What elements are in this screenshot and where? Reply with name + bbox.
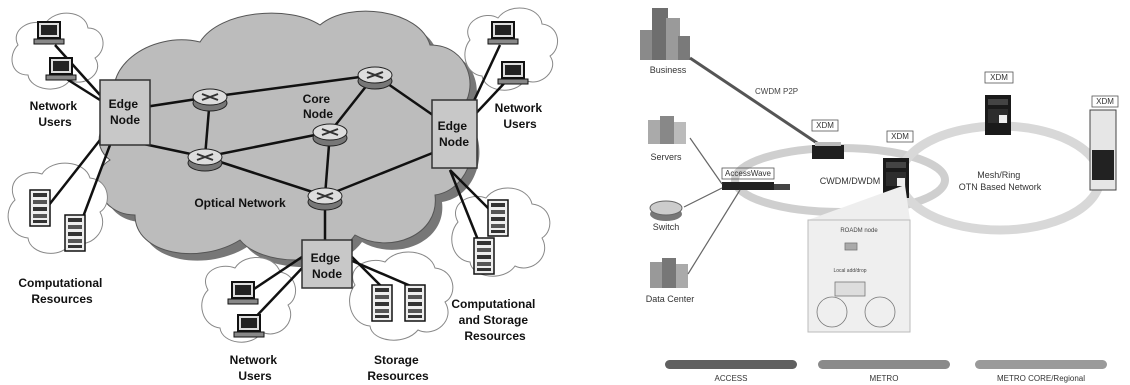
metro-core-bar bbox=[975, 360, 1107, 369]
storage-rack-icon bbox=[371, 284, 393, 322]
left-network-diagram: Edge Node Edge Node Edge Node Core Node … bbox=[7, 7, 558, 383]
laptop-icon bbox=[227, 281, 259, 305]
cwdm-p2p-link bbox=[689, 56, 821, 147]
accesswave-device bbox=[721, 167, 790, 190]
xdm-label-1: XDM bbox=[816, 121, 834, 130]
server-rack-icon bbox=[473, 237, 495, 275]
otn-network-label: Mesh/Ring OTN Based Network bbox=[959, 170, 1042, 192]
switch-icon bbox=[649, 200, 683, 221]
roadm-node-detail bbox=[807, 219, 911, 333]
core-node-label: Core Node bbox=[303, 92, 334, 121]
edge-node-bottom-label: Edge Node bbox=[311, 251, 344, 281]
computational-resources-label: Computational Resources bbox=[18, 276, 105, 306]
metro-core-bar-label: METRO CORE/Regional bbox=[997, 374, 1085, 383]
laptop-icon bbox=[233, 314, 265, 338]
router-icon bbox=[307, 187, 343, 211]
data-center-icon bbox=[650, 258, 688, 288]
comp-storage-resources-label: Computational and Storage Resources bbox=[451, 297, 538, 343]
network-users-bottom-label: Network Users bbox=[230, 353, 281, 383]
network-users-right-label: Network Users bbox=[495, 101, 546, 131]
storage-rack-icon bbox=[487, 199, 509, 237]
right-network-diagram: Business CWDM P2P CWDM/DWDM Mesh/Ring OT… bbox=[640, 8, 1119, 383]
router-icon bbox=[192, 88, 228, 112]
laptop-icon bbox=[33, 21, 65, 45]
servers-icon bbox=[648, 116, 686, 144]
xdm-label-4: XDM bbox=[1096, 97, 1114, 106]
access-links bbox=[683, 137, 741, 275]
router-icon bbox=[312, 123, 348, 147]
local-add-drop-label: Local add/drop bbox=[833, 268, 866, 274]
edge-node-bottom-box bbox=[301, 239, 353, 289]
metro-bar bbox=[818, 360, 950, 369]
edge-node-right-box bbox=[431, 99, 478, 169]
access-bar-label: ACCESS bbox=[715, 374, 748, 383]
optical-network-cloud bbox=[97, 10, 473, 261]
laptop-icon bbox=[45, 57, 77, 81]
data-center-label: Data Center bbox=[646, 294, 695, 304]
access-bar bbox=[665, 360, 797, 369]
laptop-icon bbox=[497, 61, 529, 85]
business-building-icon bbox=[640, 8, 690, 60]
roadm-callout bbox=[808, 185, 910, 220]
edge-node-left-label: Edge Node bbox=[109, 97, 142, 127]
xdm-device-1 bbox=[812, 145, 844, 159]
cwdm-dwdm-label: CWDM/DWDM bbox=[820, 176, 880, 186]
router-icon bbox=[187, 148, 223, 172]
laptop-icon bbox=[487, 21, 519, 45]
servers-label: Servers bbox=[650, 152, 682, 162]
edge-node-left-box bbox=[99, 79, 151, 146]
storage-rack-icon bbox=[404, 284, 426, 322]
optical-network-label: Optical Network bbox=[194, 196, 286, 210]
xdm-device-3 bbox=[985, 95, 1011, 135]
metro-bar-label: METRO bbox=[870, 374, 899, 383]
business-label: Business bbox=[650, 65, 687, 75]
cwdm-p2p-label: CWDM P2P bbox=[755, 87, 798, 96]
storage-resources-label: Storage Resources bbox=[367, 353, 429, 383]
server-rack-icon bbox=[29, 189, 51, 227]
accesswave-label: AccessWave bbox=[725, 169, 771, 178]
cloud-computational-left bbox=[7, 162, 108, 254]
switch-label: Switch bbox=[653, 222, 680, 232]
edge-node-right-label: Edge Node bbox=[438, 119, 471, 149]
xdm-label-2: XDM bbox=[891, 132, 909, 141]
xdm-label-3: XDM bbox=[990, 73, 1008, 82]
server-rack-icon bbox=[64, 214, 86, 252]
router-icon bbox=[357, 66, 393, 90]
roadm-node-label: ROADM node bbox=[840, 228, 878, 234]
network-users-left-label: Network Users bbox=[30, 99, 81, 129]
